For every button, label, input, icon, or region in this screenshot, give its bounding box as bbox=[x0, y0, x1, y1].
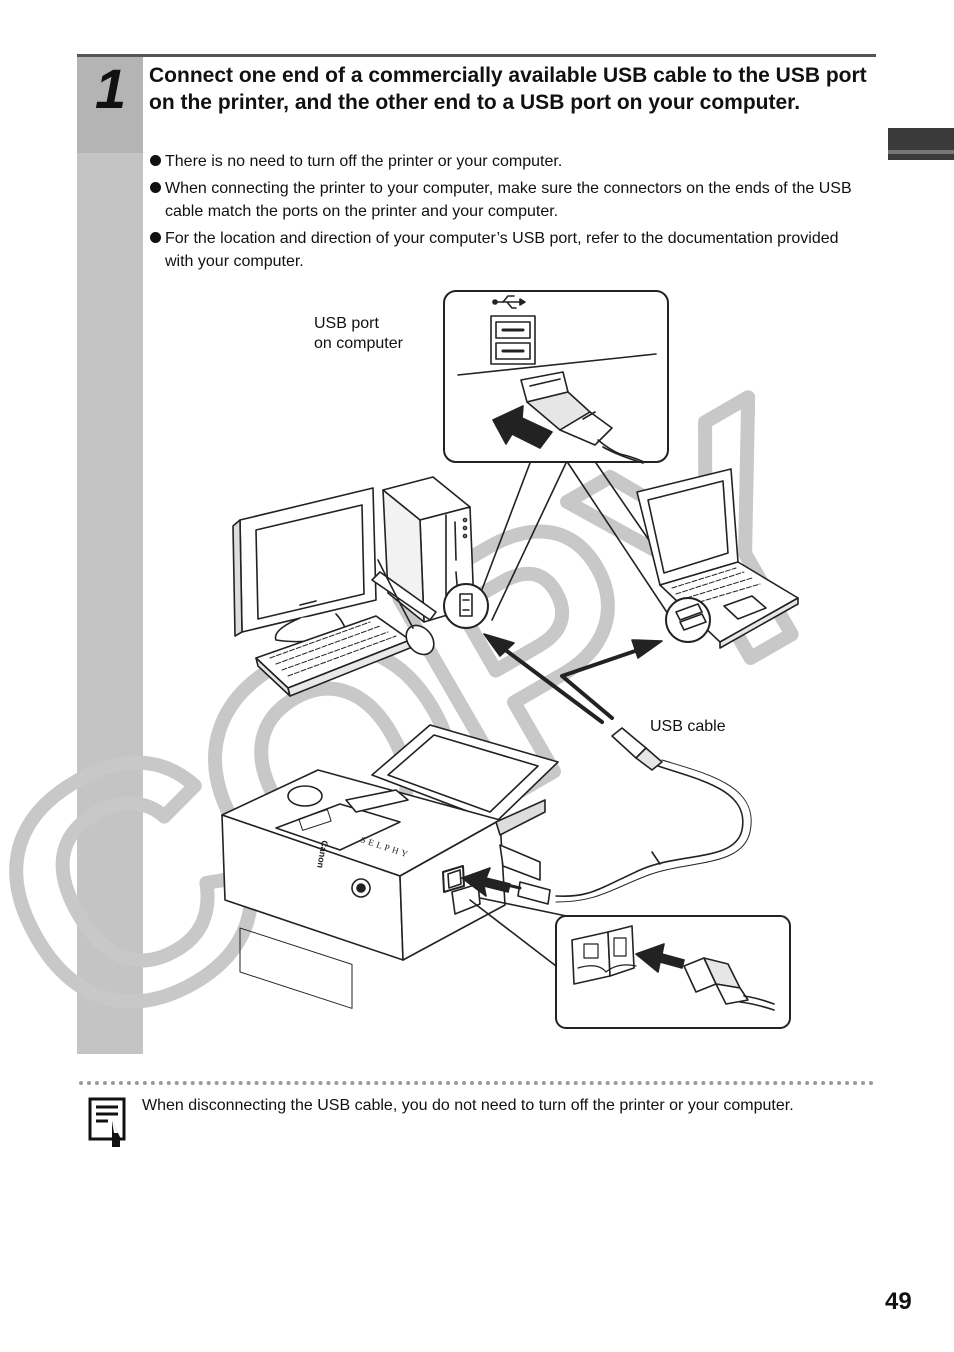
tower-usb-port-highlight bbox=[443, 583, 489, 629]
laptop bbox=[636, 468, 799, 649]
note-icon bbox=[88, 1097, 126, 1147]
printer: Canon SELPHY bbox=[221, 724, 559, 1009]
usb-port-label: USB port on computer bbox=[314, 315, 403, 352]
note-divider bbox=[79, 1081, 874, 1085]
usb-b-plug-icon bbox=[683, 957, 775, 1011]
bullet-icon bbox=[150, 155, 161, 166]
arrow-to-tower bbox=[490, 638, 604, 724]
bullet-icon bbox=[150, 182, 161, 193]
printer-brand-text: Canon bbox=[315, 840, 330, 869]
usb-cable bbox=[517, 727, 752, 905]
step-number-box bbox=[77, 57, 143, 153]
arrow-to-printer bbox=[461, 867, 511, 897]
printer-port-closeup bbox=[555, 915, 791, 1029]
bullet-item: When connecting the printer to your comp… bbox=[149, 177, 871, 223]
desktop-monitor bbox=[232, 487, 377, 643]
bullet-item: For the location and direction of your c… bbox=[149, 227, 871, 273]
bullet-item: There is no need to turn off the printer… bbox=[149, 150, 871, 173]
usb-symbol-icon bbox=[492, 295, 526, 309]
step-number: 1 bbox=[95, 57, 127, 120]
section-tab bbox=[888, 128, 954, 160]
usb-a-plug-icon bbox=[520, 371, 645, 464]
usb-port-closeup bbox=[443, 290, 669, 464]
step-title: Connect one end of a commercially availa… bbox=[149, 64, 867, 114]
usb-cable-label: USB cable bbox=[650, 718, 726, 735]
insert-arrow-icon bbox=[492, 405, 553, 449]
step-bullet-list: There is no need to turn off the printer… bbox=[149, 150, 871, 277]
top-rule bbox=[77, 54, 876, 57]
mouse bbox=[377, 559, 435, 656]
insert-arrow-icon bbox=[635, 943, 685, 973]
note-text: When disconnecting the USB cable, you do… bbox=[142, 1097, 794, 1114]
laptop-usb-port-highlight bbox=[665, 597, 711, 643]
bullet-icon bbox=[150, 232, 161, 243]
page-number: 49 bbox=[885, 1288, 912, 1315]
arrow-to-laptop bbox=[560, 648, 640, 720]
step-sidebar bbox=[77, 57, 143, 1054]
